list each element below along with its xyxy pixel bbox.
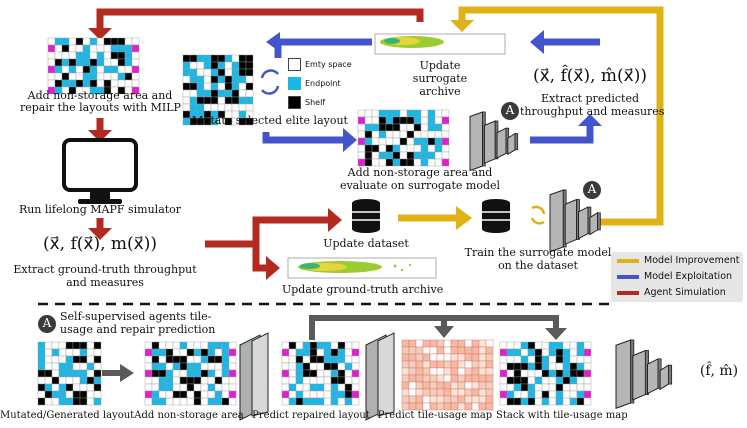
label-predict-repaired: Predict repaired layout — [252, 410, 370, 421]
label-add-nonstorage-eval-1: Add non-storage area and — [347, 166, 493, 179]
layout-elite — [182, 54, 254, 126]
agent-badge-2: A — [587, 182, 597, 196]
label-train-surrogate-1: Train the surrogate model — [464, 246, 612, 259]
legend: Model Improvement Model Exploitation Age… — [611, 252, 743, 302]
surrogate-model-output-icon — [615, 339, 673, 409]
red-arrow-archive-to-milp — [96, 8, 424, 30]
label-update-surrogate-2: surrogate — [412, 72, 468, 85]
shelf-swatch — [288, 96, 301, 109]
blue-cycle-icon — [260, 69, 279, 79]
label-selfsup-2: usage and repair prediction — [60, 323, 216, 336]
legend-model-improvement: Model Improvement — [617, 254, 739, 268]
label-add-nonstorage-milp-2: repair the layouts with MILP — [20, 101, 181, 114]
layout-milp-repaired — [47, 37, 140, 95]
label-update-surrogate-3: archive — [419, 85, 461, 98]
label-train-surrogate-2: on the dataset — [498, 259, 578, 272]
label-mutate-elite: Mutate selected elite layout — [192, 114, 348, 127]
dataset-database-icon — [352, 199, 380, 233]
tile-legend-endpoint: Endpoint — [288, 77, 341, 90]
encoder-block-1 — [239, 332, 269, 421]
agent-badge-1: A — [505, 103, 515, 117]
gold-arrows — [398, 6, 664, 230]
tile-legend-empty: Emty space — [288, 58, 352, 71]
label-extract-groundtruth-2: and measures — [66, 276, 144, 289]
agent-badge-3: A — [42, 316, 52, 330]
agent-badges — [38, 102, 601, 333]
endpoint-swatch — [288, 77, 301, 90]
gold-cycle-icon — [531, 205, 546, 215]
legend-swatch — [617, 258, 639, 263]
label-selfsup-1: Self-supervised agents tile- — [60, 310, 212, 323]
label-update-surrogate-1: Update — [419, 59, 461, 72]
encoder-block-2 — [365, 332, 395, 421]
red-arrow-formula-to-gt-archive — [252, 244, 268, 272]
surrogate-archive — [374, 33, 506, 55]
legend-agent-simulation: Agent Simulation — [617, 286, 726, 300]
monitor-icon — [62, 138, 138, 204]
label-stack-tile-usage: Stack with tile-usage map — [496, 410, 628, 421]
label-update-dataset: Update dataset — [323, 237, 409, 250]
ground-truth-archive — [287, 257, 437, 279]
legend-swatch — [617, 290, 639, 295]
layout-mutated — [37, 341, 102, 406]
blue-arrow-mutate-to-eval — [262, 132, 345, 144]
label-extract-predicted-1: Extract predicted — [540, 92, 640, 105]
layout-eval — [357, 109, 450, 167]
empty-swatch — [288, 58, 301, 71]
label-predict-tile-usage: Predict tile-usage map — [377, 410, 493, 421]
tile-usage-map — [401, 339, 494, 411]
surrogate-model-eval-icon — [469, 111, 519, 172]
label-add-nonstorage-milp-1: Add non-storage area and — [27, 89, 173, 102]
label-mutated-generated: Mutated/Generated layout — [0, 410, 135, 421]
blue-arrow-archive-to-mutate — [274, 38, 372, 58]
label-extract-groundtruth-1: Extract ground-truth throughput — [13, 263, 197, 276]
legend-model-exploitation: Model Exploitation — [617, 270, 732, 284]
layout-nonstorage — [144, 341, 237, 406]
label-add-nonstorage-eval-2: evaluate on surrogate model — [339, 179, 501, 192]
legend-swatch — [617, 274, 639, 279]
label-add-nonstorage: Add non-storage area — [134, 410, 244, 421]
blue-arrows — [260, 30, 602, 152]
predicted-formula: (x⃗, f̂(x⃗), m̂(x⃗)) — [532, 66, 647, 86]
gold-arrow-model-to-archive — [458, 6, 664, 226]
label-extract-predicted-2: throughput and measures — [520, 105, 665, 118]
layout-stacked — [499, 341, 592, 406]
train-database-icon — [482, 199, 510, 233]
red-arrow-formula-to-dataset — [205, 216, 330, 248]
label-update-gt-archive: Update ground-truth archive — [282, 283, 444, 296]
label-run-simulator: Run lifelong MAPF simulator — [18, 203, 182, 216]
output-formula: (f̂, m̂) — [699, 363, 739, 379]
layout-repaired — [281, 341, 360, 406]
bottom-arrows — [102, 315, 567, 382]
blue-arrow-eval-to-predicted — [530, 124, 594, 144]
groundtruth-formula: (x⃗, f(x⃗), m(x⃗)) — [42, 234, 157, 254]
tile-legend-shelf: Shelf — [288, 96, 325, 109]
red-arrows — [88, 8, 424, 280]
surrogate-model-train-icon — [549, 189, 601, 253]
